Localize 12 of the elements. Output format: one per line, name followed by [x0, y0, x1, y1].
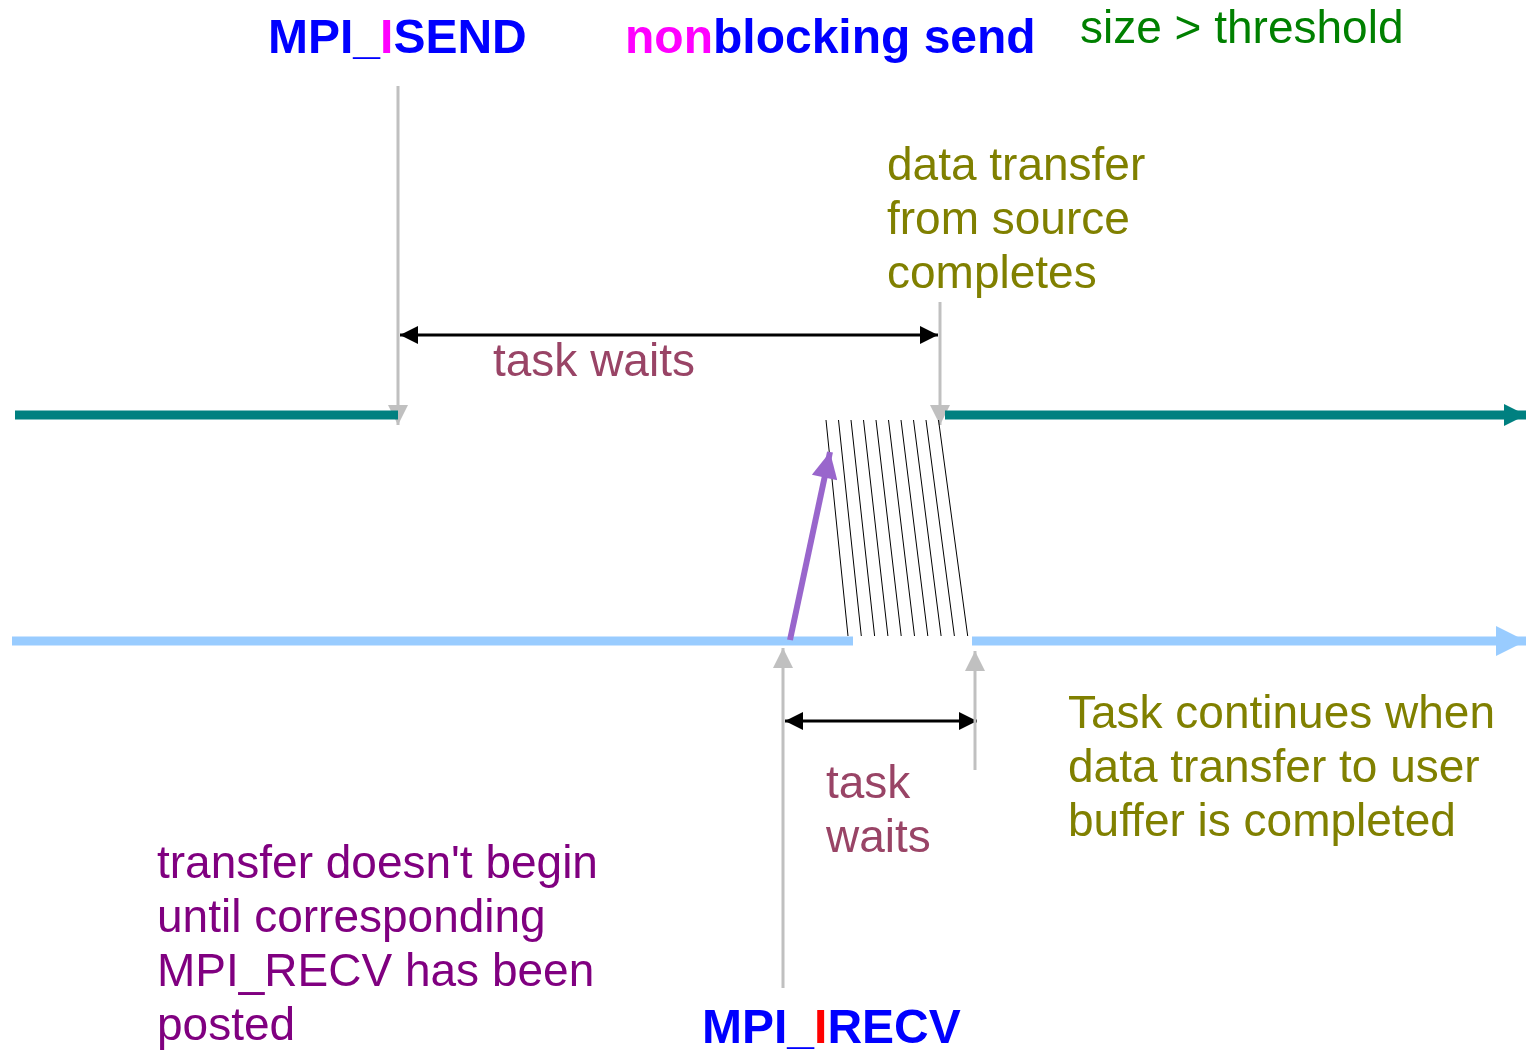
leader-arrow	[388, 86, 408, 425]
dimension-label: task waits	[826, 755, 932, 863]
heading: nonblocking send	[625, 10, 1036, 64]
dimension-label: task waits	[493, 333, 695, 387]
leader-arrow	[930, 302, 950, 425]
leader-arrow	[773, 648, 793, 988]
callout-text: MPI_IRECV	[702, 1002, 961, 1052]
condition-label: size > threshold	[1080, 0, 1404, 54]
note-text: transfer doesn't begin until corresponding MPI_RECV has been posted	[157, 835, 599, 1051]
callout-text: MPI_ISEND	[268, 10, 527, 64]
callout-text: data transfer from source completes	[887, 137, 1177, 299]
note-text: Task continues when data transfer to user buffer is completed	[1068, 685, 1497, 847]
